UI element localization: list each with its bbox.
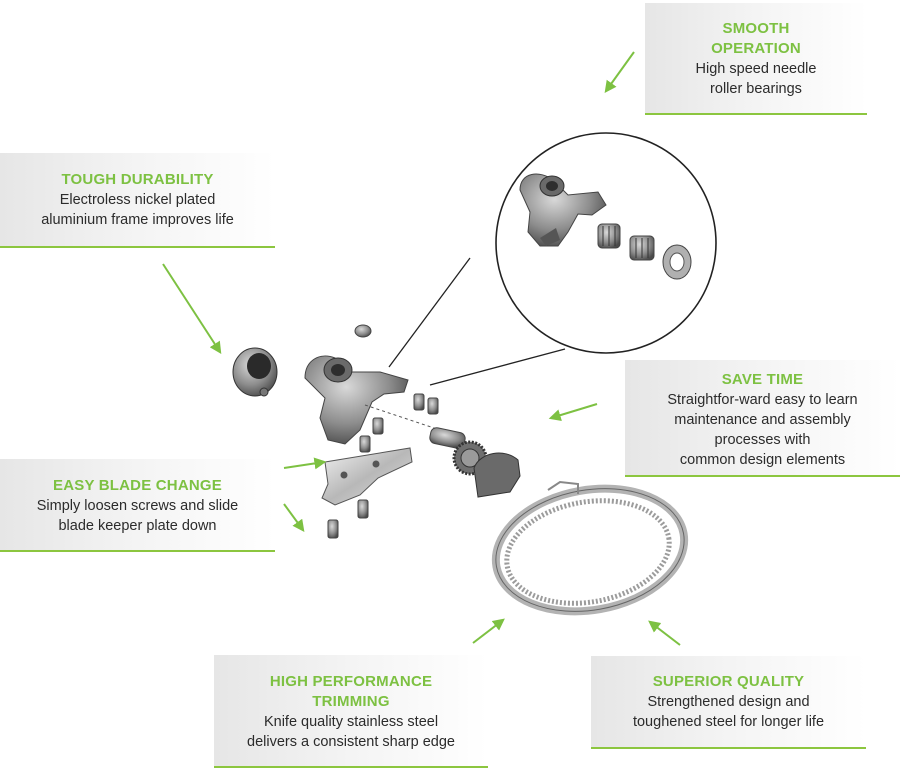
callout-body: High speed needle roller bearings: [695, 61, 817, 97]
callout-tough-durability: TOUGH DURABILITY Electroless nickel plat…: [0, 153, 275, 248]
zoomed-bearing-2: [629, 235, 655, 261]
callout-title: HIGH PERFORMANCE TRIMMING: [269, 673, 433, 710]
callout-title: TOUGH DURABILITY: [61, 171, 214, 188]
arrow-icon: [162, 263, 222, 355]
zoomed-washer: [662, 244, 692, 280]
arrow-icon: [283, 503, 305, 532]
blade-plate: [321, 447, 413, 506]
callout-body: Straightfor-ward easy to learn maintenan…: [667, 392, 858, 468]
callout-body: Simply loosen screws and slide blade kee…: [36, 498, 239, 534]
callout-title: SUPERIOR QUALITY: [652, 673, 805, 690]
zoomed-bearing-1: [597, 223, 621, 249]
callout-body: Strengthened design and toughened steel …: [632, 694, 825, 730]
callout-title: SMOOTH OPERATION: [711, 20, 801, 57]
callout-body: Electroless nickel plated aluminium fram…: [41, 192, 234, 228]
callout-save-time: SAVE TIME Straightfor-ward easy to learn…: [625, 360, 900, 477]
arrow-icon: [604, 51, 635, 93]
callout-body: Knife quality stainless steel delivers a…: [247, 714, 455, 750]
arrow-icon: [648, 620, 681, 646]
arrow-icon: [472, 618, 505, 644]
cover-plate: [473, 452, 521, 498]
zoomed-rocker-arm: [519, 173, 607, 247]
rocker-arm: [304, 355, 409, 445]
arrow-icon: [548, 403, 598, 421]
callout-easy-blade-change: EASY BLADE CHANGE Simply loosen screws a…: [0, 459, 275, 552]
callout-title: EASY BLADE CHANGE: [53, 477, 222, 494]
arrow-icon: [283, 457, 327, 470]
callout-title: SAVE TIME: [721, 371, 804, 388]
small-nut: [354, 324, 372, 338]
callout-high-performance-trimming: HIGH PERFORMANCE TRIMMING Knife quality …: [214, 655, 488, 768]
screws-group: [327, 393, 439, 539]
ring-gear: [491, 480, 689, 616]
callout-superior-quality: SUPERIOR QUALITY Strengthened design and…: [591, 656, 866, 749]
bearing-housing: [232, 347, 278, 397]
pointer-arrows: [162, 51, 681, 646]
callout-smooth-operation: SMOOTH OPERATION High speed needle rolle…: [645, 3, 867, 115]
